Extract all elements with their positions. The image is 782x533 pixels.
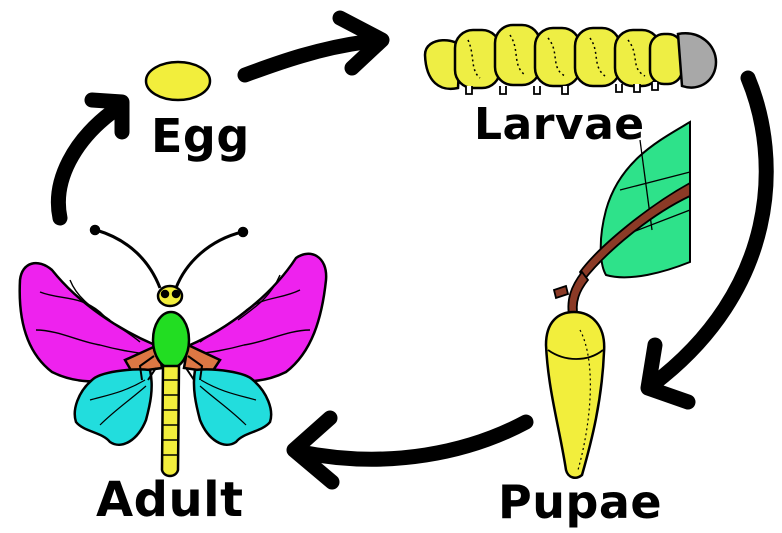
stage-label-larvae: Larvae (474, 103, 645, 147)
arrow-pupae-to-adult (294, 418, 526, 482)
pupa-illustration (546, 312, 604, 478)
stage-label-egg: Egg (151, 113, 250, 159)
stage-label-pupae: Pupae (498, 479, 662, 525)
stage-label-adult: Adult (96, 476, 244, 524)
adult-butterfly-illustration (20, 226, 326, 476)
egg-illustration (146, 62, 210, 100)
arrow-adult-to-egg (58, 100, 122, 218)
larva-illustration (425, 25, 716, 94)
arrow-egg-to-larvae (245, 18, 382, 75)
